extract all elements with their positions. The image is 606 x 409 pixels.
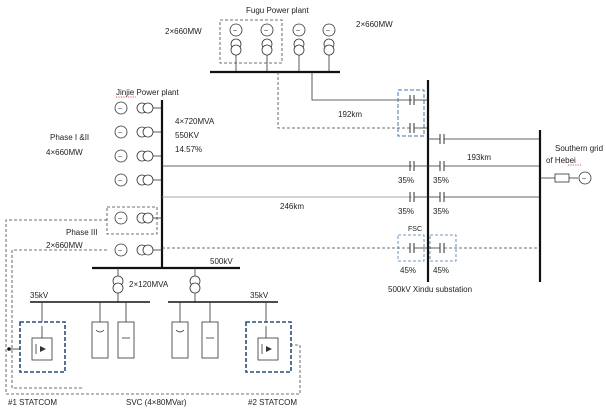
jinjie-line-length: 246km: [280, 202, 304, 211]
jinjie-unit-2: ~: [114, 125, 162, 139]
hebei-label-line1: Southern grid: [555, 144, 603, 153]
fsc-label: FSC: [408, 226, 422, 233]
jinjie-unit-1: ~: [114, 101, 162, 115]
fugu-generator-units: ~ ~ ~ ~: [229, 23, 336, 72]
svg-text:~: ~: [233, 28, 237, 35]
fugu-line-1: [311, 72, 412, 101]
fugu-plant-title: Fugu Power plant: [246, 6, 309, 15]
svg-text:~: ~: [264, 28, 268, 35]
lower-transformer-rating: 2×120MVA: [129, 280, 169, 289]
right-35kv-label: 35kV: [250, 291, 269, 300]
svg-text:~: ~: [326, 28, 330, 35]
fugu-left-rating: 2×660MW: [165, 27, 202, 36]
svg-text:~: ~: [118, 130, 122, 137]
fsc-capacitor-left: [409, 243, 428, 253]
svc-branch-2: [117, 302, 135, 359]
statcom2-converter-icon: [257, 326, 279, 361]
hebei-series-capacitor-2: [428, 192, 540, 202]
svc-branch-3: [171, 302, 189, 359]
fugu-unit-2: ~: [260, 23, 274, 72]
hebei-label-line2: of Hebei: [546, 156, 576, 165]
statcom1-label: #1 STATCOM: [8, 398, 57, 407]
jinjie-phase3-label: Phase III: [66, 228, 98, 237]
jinjie-phase12-units: ~ ~ ~ ~: [114, 101, 162, 187]
svg-text:~: ~: [118, 154, 122, 161]
jinjie-unit-4: ~: [114, 173, 162, 187]
fsc-capacitor-right: [428, 243, 540, 253]
fugu-series-capacitor-1: [409, 95, 428, 105]
lower-transformer-1: [112, 268, 124, 302]
fugu-unit-1: ~: [229, 23, 243, 72]
jinjie-phase12-rating: 4×660MW: [46, 148, 83, 157]
jinjie-unit-5: ~: [114, 211, 162, 225]
lower-bus-voltage: 500kV: [210, 257, 233, 266]
jinjie-series-capacitor-1: [409, 161, 428, 171]
svg-text:~: ~: [118, 106, 122, 113]
fsc-left-percent: 45%: [400, 266, 416, 275]
hebei-series-capacitor-top: [428, 134, 540, 144]
fugu-line-2: [277, 72, 412, 129]
hebei-equivalent-source: ~: [540, 171, 592, 185]
hebei-line-length: 193km: [467, 153, 491, 162]
fugu-series-capacitor-2: [409, 123, 428, 133]
jinjie-series-capacitor-2: [409, 192, 428, 202]
jinjie-phase3-units: ~ ~: [114, 211, 162, 257]
fugu-phase-box: [219, 19, 283, 64]
fsc-right-percent: 45%: [433, 266, 449, 275]
lower-transformer-2: [189, 268, 201, 302]
statcom1-box: [19, 321, 66, 373]
svg-text:~: ~: [582, 176, 586, 183]
fugu-capacitor-box: [397, 89, 425, 137]
jinjie-impedance: 14.57%: [175, 145, 202, 154]
statcom2-box: [245, 321, 292, 373]
jinjie-unit-6: ~: [114, 243, 162, 257]
svg-text:~: ~: [118, 216, 122, 223]
jinjie-voltage: 550KV: [175, 131, 200, 140]
comp-c2-right: 35%: [433, 207, 449, 216]
control-loop-inner: [11, 249, 107, 389]
svg-text:~: ~: [118, 248, 122, 255]
jinjie-phase3-box: [106, 206, 158, 235]
jinjie-unit-3: ~: [114, 149, 162, 163]
svc-branch-4: [201, 302, 219, 359]
control-loop-outer: [5, 219, 301, 395]
left-35kv-label: 35kV: [30, 291, 49, 300]
comp-c1-left: 35%: [398, 176, 414, 185]
fugu-line-length: 192km: [338, 110, 362, 119]
fugu-unit-3: ~: [292, 23, 306, 72]
fugu-unit-4: ~: [322, 23, 336, 72]
svg-text:~: ~: [296, 28, 300, 35]
hebei-series-capacitor-1: [428, 161, 540, 171]
fugu-right-rating: 2×660MW: [356, 20, 393, 29]
jinjie-phase12-label: Phase I &II: [50, 133, 89, 142]
svc-label: SVC (4×80MVar): [126, 398, 187, 407]
svg-text:~: ~: [118, 178, 122, 185]
comp-c1-right: 35%: [433, 176, 449, 185]
jinjie-phase3-rating: 2×660MW: [46, 241, 83, 250]
statcom2-label: #2 STATCOM: [248, 398, 297, 407]
jinjie-transformer-rating: 4×720MVA: [175, 117, 215, 126]
fsc-left-box: [397, 234, 425, 262]
comp-c2-left: 35%: [398, 207, 414, 216]
xindu-substation-label: 500kV Xindu substation: [388, 285, 472, 294]
svc-branch-1: [91, 302, 109, 359]
statcom1-converter-icon: [31, 326, 53, 361]
jinjie-plant-title: Jinjie Power plant: [116, 88, 179, 97]
